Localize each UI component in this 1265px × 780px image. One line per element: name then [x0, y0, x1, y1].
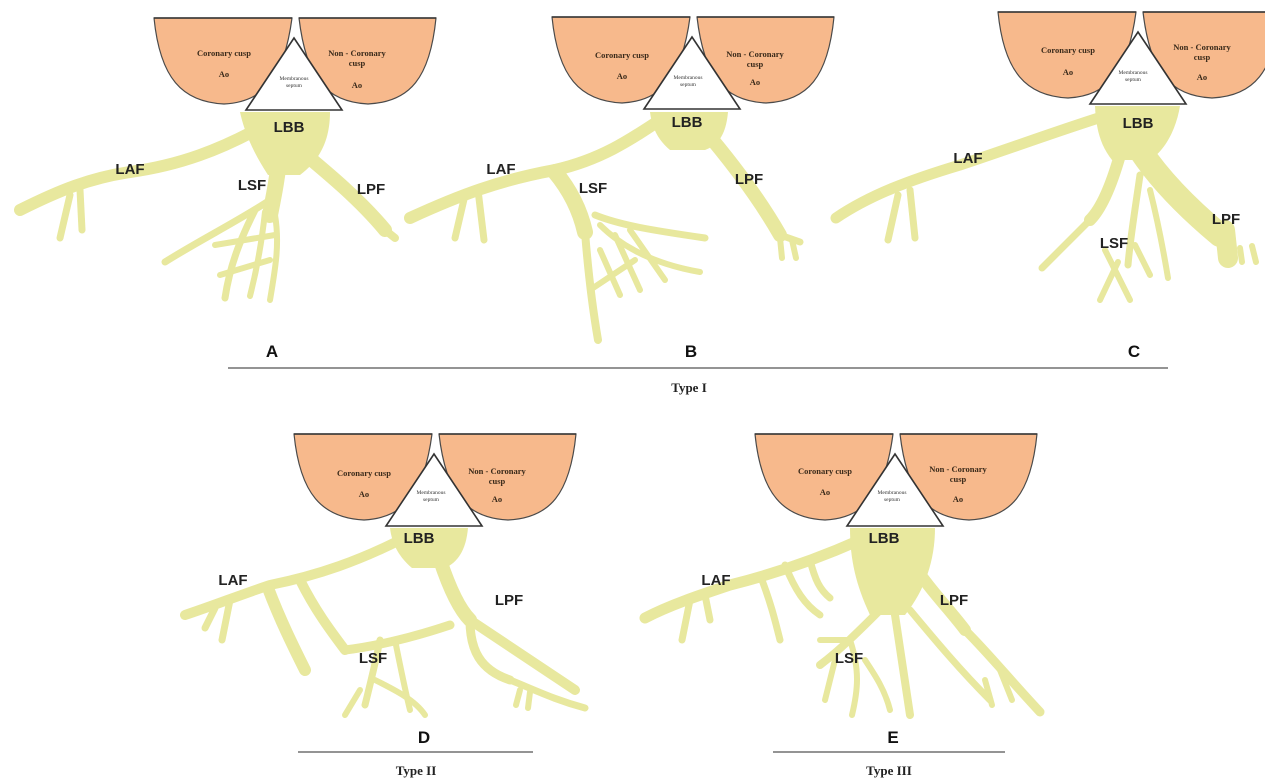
ao-label: Ao — [1197, 72, 1207, 82]
lbb-label: LBB — [1123, 115, 1154, 132]
panel-b: Coronary cusp Ao Non - Coronary cusp Ao … — [410, 17, 834, 361]
non-coronary-cusp-label: Non - Coronary — [929, 464, 987, 474]
membranous-septum-label: Membranous — [416, 490, 445, 496]
coronary-cusp-label: Coronary cusp — [197, 48, 251, 58]
non-coronary-cusp-label: Non - Coronary — [726, 49, 784, 59]
lsf-label: LSF — [835, 650, 863, 667]
membranous-septum-label: Membranous — [279, 76, 308, 82]
non-coronary-cusp-label-2: cusp — [1194, 52, 1211, 62]
type-iii-title: Type III — [866, 763, 912, 778]
lbb-label: LBB — [672, 114, 703, 131]
panel-d: Coronary cusp Ao Non - Coronary cusp Ao … — [185, 434, 585, 747]
lpf-label: LPF — [495, 592, 523, 609]
lsf-label: LSF — [359, 650, 387, 667]
membranous-septum-label: Membranous — [673, 75, 702, 81]
panel-c-fascicles — [836, 106, 1256, 300]
membranous-septum-label-2: septum — [286, 83, 303, 89]
panel-letter-c: C — [1128, 342, 1140, 361]
panel-letter-b: B — [685, 342, 697, 361]
lpf-label: LPF — [735, 171, 763, 188]
ao-label: Ao — [492, 494, 502, 504]
panel-c: Coronary cusp Ao Non - Coronary cusp Ao … — [836, 12, 1265, 361]
laf-label: LAF — [953, 150, 982, 167]
ao-label: Ao — [352, 80, 362, 90]
non-coronary-cusp-label: Non - Coronary — [328, 48, 386, 58]
lbb-label: LBB — [869, 530, 900, 547]
lpf-label: LPF — [1212, 211, 1240, 228]
non-coronary-cusp-label-2: cusp — [489, 476, 506, 486]
membranous-septum-label-2: septum — [680, 82, 697, 88]
non-coronary-cusp-label-2: cusp — [747, 59, 764, 69]
type-ii-title: Type II — [396, 763, 437, 778]
panel-a-fascicles — [20, 112, 395, 300]
laf-label: LAF — [115, 161, 144, 178]
panel-b-fascicles — [410, 112, 800, 340]
ao-label: Ao — [359, 489, 369, 499]
laf-label: LAF — [486, 161, 515, 178]
lbb-label: LBB — [404, 530, 435, 547]
non-coronary-cusp-label-2: cusp — [349, 58, 366, 68]
coronary-cusp-label: Coronary cusp — [337, 468, 391, 478]
laf-label: LAF — [701, 572, 730, 589]
lpf-label: LPF — [940, 592, 968, 609]
lbb-label: LBB — [274, 119, 305, 136]
panel-e: Coronary cusp Ao Non - Coronary cusp Ao … — [645, 434, 1040, 747]
ao-label: Ao — [219, 69, 229, 79]
lpf-label: LPF — [357, 181, 385, 198]
panel-a: Coronary cusp Ao Non - Coronary cusp Ao … — [20, 18, 436, 361]
ao-label: Ao — [820, 487, 830, 497]
ao-label: Ao — [1063, 67, 1073, 77]
coronary-cusp-label: Coronary cusp — [798, 466, 852, 476]
non-coronary-cusp-label: Non - Coronary — [468, 466, 526, 476]
lsf-label: LSF — [579, 180, 607, 197]
membranous-septum-label-2: septum — [423, 497, 440, 503]
panel-letter-d: D — [418, 728, 430, 747]
coronary-cusp-label: Coronary cusp — [595, 50, 649, 60]
panel-letter-a: A — [266, 342, 278, 361]
non-coronary-cusp-label-2: cusp — [950, 474, 967, 484]
panel-letter-e: E — [887, 728, 898, 747]
type-i-title: Type I — [671, 380, 707, 395]
non-coronary-cusp-label: Non - Coronary — [1173, 42, 1231, 52]
membranous-septum-label-2: septum — [884, 497, 901, 503]
coronary-cusp-label: Coronary cusp — [1041, 45, 1095, 55]
panel-e-fascicles — [645, 528, 1040, 715]
lsf-label: LSF — [238, 177, 266, 194]
ao-label: Ao — [750, 77, 760, 87]
ao-label: Ao — [617, 71, 627, 81]
membranous-septum-label-2: septum — [1125, 77, 1142, 83]
panel-d-fascicles — [185, 528, 585, 715]
membranous-septum-label: Membranous — [877, 490, 906, 496]
ao-label: Ao — [953, 494, 963, 504]
membranous-septum-label: Membranous — [1118, 70, 1147, 76]
lsf-label: LSF — [1100, 235, 1128, 252]
laf-label: LAF — [218, 572, 247, 589]
